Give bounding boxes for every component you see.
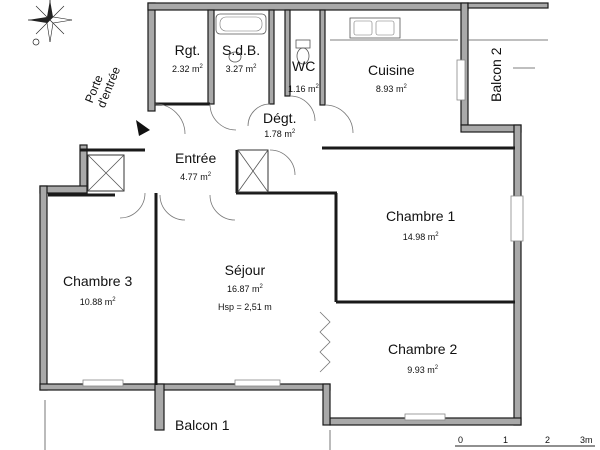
scale-tick-1: 1 bbox=[503, 435, 509, 445]
room-chambre2: Chambre 2 9.93 m2 bbox=[388, 341, 458, 375]
scale-tick-3: 3m bbox=[580, 435, 593, 445]
room-balcon1: Balcon 1 bbox=[175, 417, 230, 433]
room-entree: Entrée 4.77 m2 bbox=[175, 150, 217, 182]
room-degt: Dégt. 1.78 m2 bbox=[263, 110, 297, 139]
room-sejour: Séjour 16.87 m2 Hsp = 2,51 m bbox=[218, 262, 272, 312]
room-wc: WC bbox=[292, 58, 316, 74]
room-rgt: Rgt. 2.32 m2 bbox=[172, 42, 203, 74]
room-sdb: S.d.B. 3.27 m2 bbox=[222, 42, 261, 74]
room-cuisine: Cuisine 8.93 m2 bbox=[368, 62, 415, 94]
compass-rose-icon bbox=[28, 0, 73, 46]
entrance-arrow-icon bbox=[136, 120, 150, 136]
room-chambre3: Chambre 3 10.88 m2 bbox=[63, 273, 133, 307]
scale-tick-2: 2 bbox=[545, 435, 551, 445]
room-wc-area: 1.16 m2 bbox=[288, 84, 319, 94]
room-balcon2: Balcon 2 bbox=[488, 47, 504, 102]
room-chambre1: Chambre 1 14.98 m2 bbox=[386, 208, 456, 242]
scale-tick-0: 0 bbox=[458, 435, 464, 445]
